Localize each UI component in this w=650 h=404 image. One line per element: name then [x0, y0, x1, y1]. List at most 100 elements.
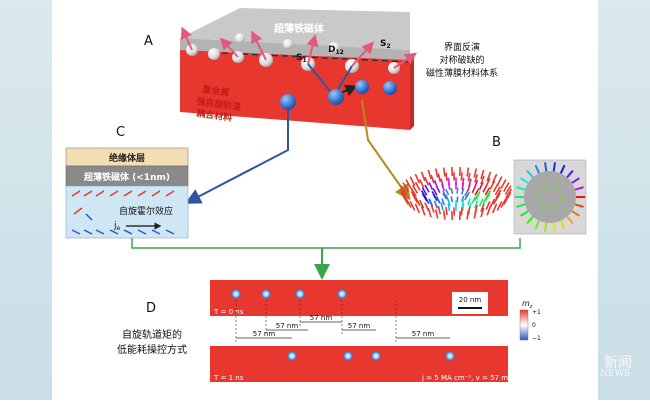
annotation-line-1: 界面反演	[444, 41, 480, 53]
skyrmion	[337, 289, 347, 299]
spin-vector	[461, 172, 462, 180]
hedgehog-dot	[536, 195, 540, 199]
atom-blue	[383, 81, 397, 95]
panel-a: A 超薄铁磁体 S1 D12 S2	[144, 8, 498, 130]
annotation-line-3: 磁性薄膜材料体系	[426, 67, 498, 79]
spin-vector	[420, 179, 424, 187]
figure-svg: A 超薄铁磁体 S1 D12 S2	[52, 0, 598, 400]
spin-vector	[493, 204, 497, 213]
spin-vector	[467, 210, 468, 219]
spin-vector	[431, 175, 434, 183]
hedgehog-dot	[542, 185, 546, 189]
hedgehog-vector	[554, 223, 555, 232]
spin-vector	[416, 182, 420, 190]
skyrmion	[445, 351, 455, 361]
spin-vector	[497, 177, 501, 186]
hedgehog-dot	[554, 205, 558, 209]
atom-white	[208, 48, 220, 60]
spin-vector	[421, 172, 424, 181]
left-border	[0, 0, 52, 400]
tsinghua-logo: 清华大学	[508, 352, 576, 373]
layer-insulator-label: 绝缘体层	[109, 152, 145, 164]
caption-line-2: 低能耗操控方式	[117, 343, 187, 356]
green-bracket	[132, 238, 520, 248]
spin-vector	[446, 207, 447, 215]
spin-vector	[444, 210, 445, 219]
panel-c-letter: C	[116, 125, 125, 140]
skyrmion-ring	[401, 167, 512, 220]
heavy-metal-side	[410, 56, 414, 130]
spin-vector	[463, 178, 464, 185]
spin-vector	[467, 168, 468, 177]
colorbar-tick-bottom: −1	[532, 335, 541, 342]
spin-vector	[429, 182, 432, 189]
sot-arrow	[192, 110, 288, 200]
spin-vector	[406, 179, 411, 188]
distance-label: 57 nm	[412, 330, 435, 338]
hedgehog-sphere	[524, 171, 576, 223]
figure-canvas: A 超薄铁磁体 S1 D12 S2	[52, 0, 598, 400]
spin-vector	[415, 204, 419, 213]
spin-vector	[435, 201, 438, 208]
skyrmion	[287, 351, 297, 361]
panel-b: B	[401, 135, 586, 234]
distance-label: 57 nm	[348, 322, 371, 330]
spin-vector	[428, 170, 431, 179]
panel-a-letter: A	[144, 34, 153, 49]
colorbar-tick-top: +1	[532, 309, 541, 316]
layer-ferro-label: 超薄铁磁体 (<1nm)	[83, 171, 170, 183]
caption-line-1: 自旋轨道矩的	[122, 328, 182, 341]
hedgehog-vector	[545, 223, 546, 232]
hedgehog-vector	[554, 162, 555, 171]
time-top: T = 0 ns	[213, 308, 244, 316]
time-bottom: T = 1 ns	[213, 374, 244, 382]
spin-vector	[415, 174, 419, 183]
atom-blue	[328, 89, 344, 105]
distance-label: 57 nm	[276, 322, 299, 330]
spin-vector	[436, 169, 438, 178]
spin-vector	[425, 185, 429, 192]
skyrmion	[343, 351, 353, 361]
hedgehog-dot	[542, 205, 546, 209]
skyrmion	[371, 351, 381, 361]
spin-vector	[461, 207, 462, 215]
spin-vector	[474, 209, 476, 218]
colorbar	[520, 310, 528, 340]
hedgehog-vector	[545, 162, 546, 171]
skyrmion	[295, 289, 305, 299]
spin-vector	[448, 203, 449, 210]
she-label: 自旋霍尔效应	[119, 205, 173, 217]
distance-label: 57 nm	[310, 314, 333, 322]
atom-blue	[355, 80, 369, 94]
news-mark-en: NEWS	[600, 369, 630, 379]
spin-vector	[441, 202, 443, 209]
spin-vector	[425, 177, 428, 185]
spin-vector	[438, 206, 440, 214]
spin-vector	[479, 199, 482, 206]
atom-blue	[280, 94, 296, 110]
spin-vector	[501, 179, 506, 188]
panel-b-letter: B	[492, 135, 501, 150]
spin-vector	[438, 174, 440, 182]
spin-vector	[425, 203, 428, 211]
spin-vector	[444, 168, 445, 177]
hedgehog-dot	[554, 185, 558, 189]
spin-vector	[463, 203, 464, 210]
right-border	[598, 0, 650, 400]
colorbar-tick-mid: 0	[532, 322, 536, 329]
spin-vector	[446, 173, 447, 181]
panel-d-letter: D	[146, 301, 156, 316]
atom-white	[283, 39, 293, 49]
spin-vector	[446, 189, 449, 195]
block-label: 超薄铁磁体	[273, 22, 325, 35]
spin-vector	[468, 173, 470, 181]
hedgehog-dot	[560, 195, 564, 199]
panel-c: C 绝缘体层 超薄铁磁体 (<1nm) 自旋霍尔效应 je	[66, 125, 188, 238]
distance-label: 57 nm	[253, 330, 276, 338]
spin-vector	[410, 177, 414, 186]
annotation-line-2: 对称破缺的	[439, 54, 484, 66]
connector-arrows	[132, 100, 520, 272]
scale-bar-label: 20 nm	[459, 296, 482, 304]
tsinghua-logo-en: Tsinghua University	[515, 371, 576, 378]
panel-d: D 自旋轨道矩的 低能耗操控方式 T = 0 ns T = 1 ns j = 5…	[117, 280, 541, 382]
